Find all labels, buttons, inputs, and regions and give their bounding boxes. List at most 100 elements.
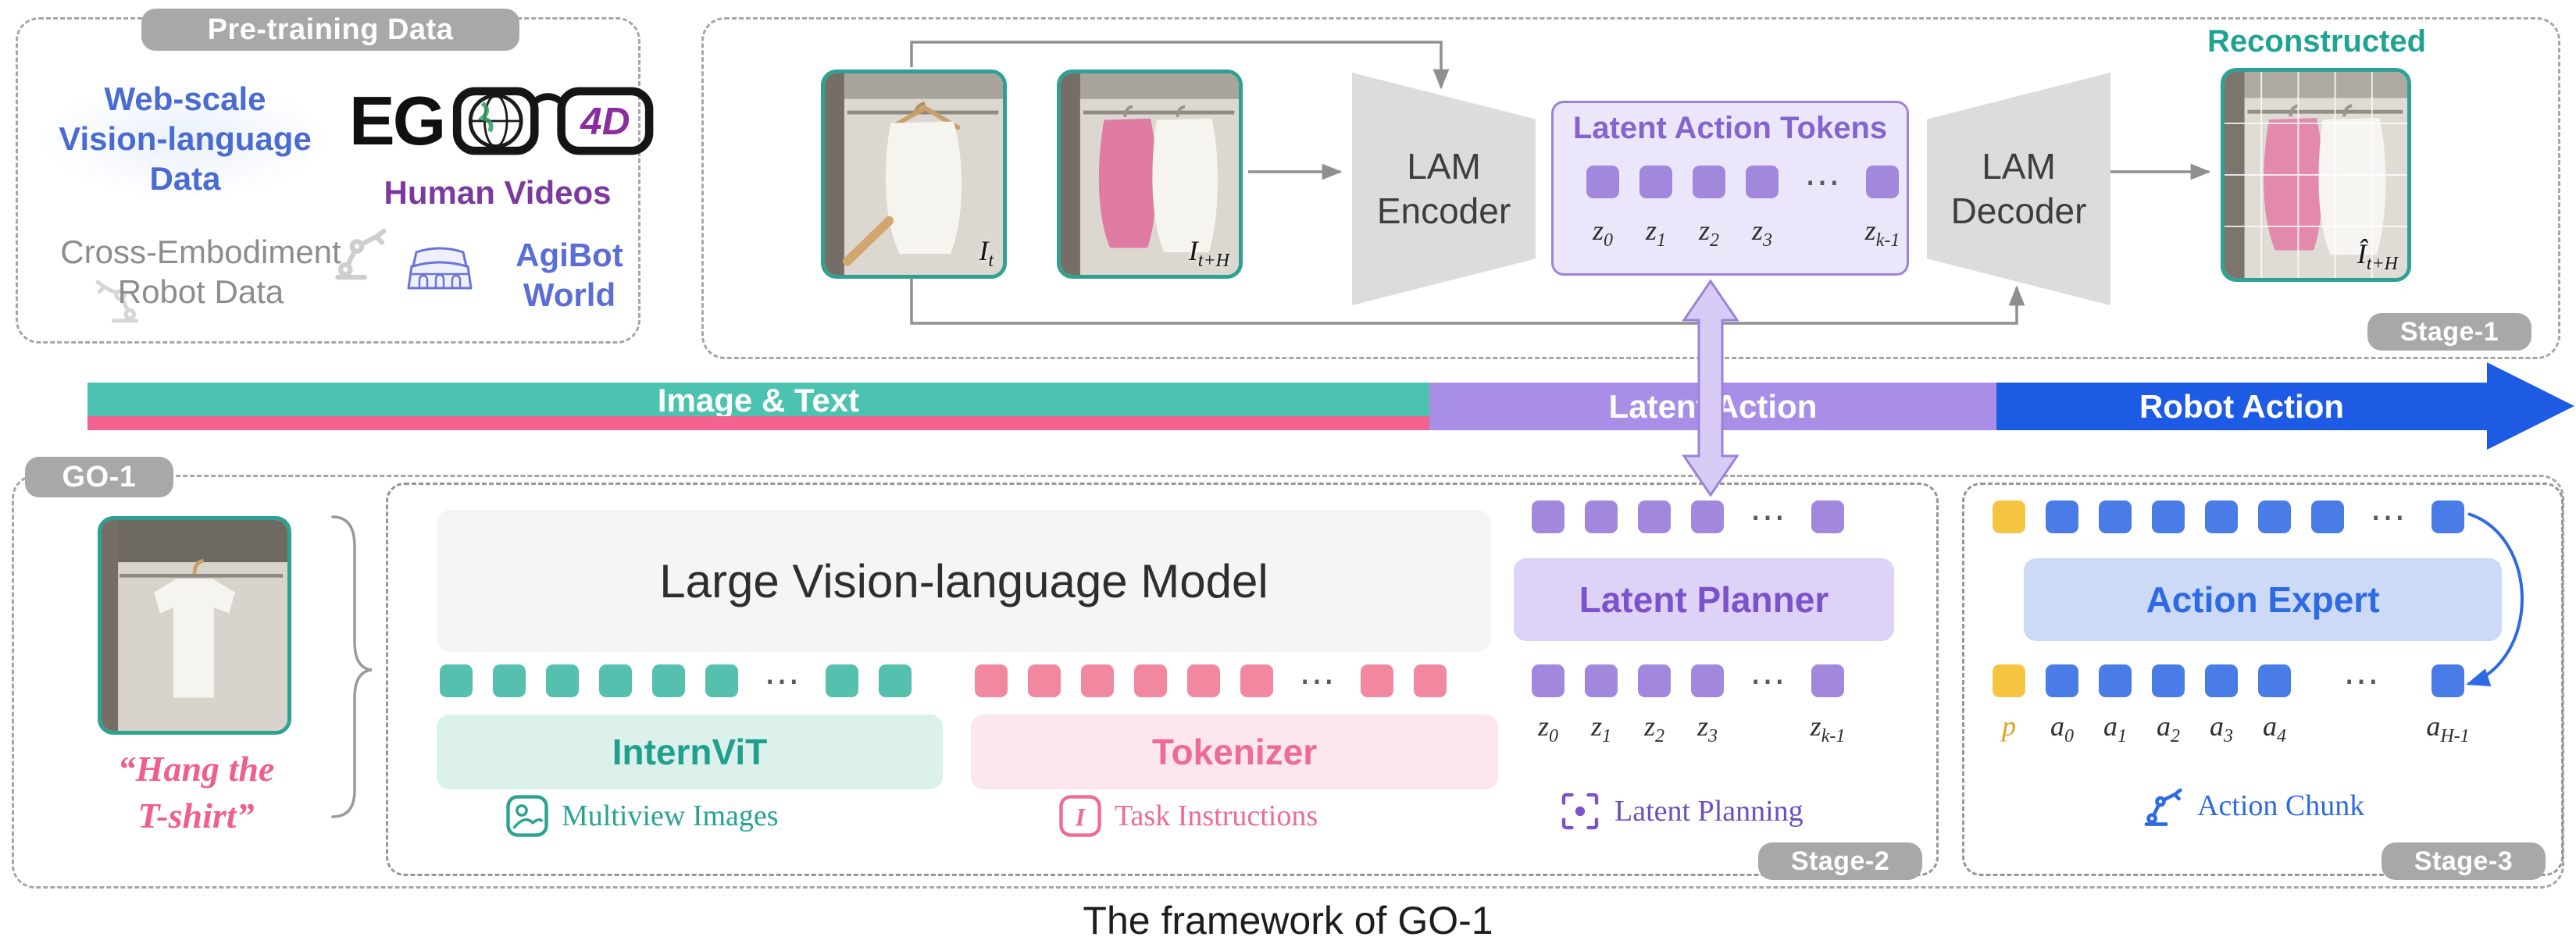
instruction-line-1: “Hang the (117, 749, 275, 789)
lam-encoder-line-1: LAM (1407, 145, 1481, 187)
token-teal (652, 664, 685, 697)
instruction-line-2: T-shirt” (137, 795, 255, 835)
robot-arm-icon (2144, 788, 2182, 826)
image-label-It: It (979, 234, 994, 271)
input-image-t-plus-H: It+H (1057, 69, 1243, 279)
image-label-reconstructed: Ît+H (2357, 237, 2398, 274)
z-label: z3 (1697, 711, 1718, 747)
ellipsis: ⋯ (1299, 661, 1335, 701)
latent-planner-label: Latent Planner (1579, 579, 1829, 620)
token-blue (2432, 664, 2464, 697)
token-pink (1240, 664, 1273, 697)
ellipsis: ⋯ (2343, 661, 2379, 701)
robot-arm-faint-icon (335, 228, 387, 280)
tshirt-photo (102, 520, 287, 731)
token-purple (1811, 500, 1844, 533)
ellipsis: ⋯ (1804, 162, 1840, 202)
token-blue (2258, 664, 2291, 697)
token-blue (2152, 664, 2185, 697)
image-label-ItH: It+H (1188, 234, 1229, 271)
web-line-2: Vision-language (59, 120, 312, 158)
token-purple (1811, 664, 1844, 697)
task-instructions-icon: I (1059, 795, 1101, 837)
image-token-row: ⋯ (440, 661, 912, 701)
z-label: zk-1 (1810, 711, 1846, 747)
latent-planning-caption: Latent Planning (1558, 789, 1804, 833)
a-label: a0 (2050, 711, 2074, 747)
cross-embodiment-label: Cross-Embodiment Robot Data (29, 232, 373, 312)
token-purple (1585, 500, 1618, 533)
latent-action-tokens-title: Latent Action Tokens (1572, 111, 1888, 145)
stage2-badge-label: Stage-2 (1790, 846, 1890, 876)
z-label: z3 (1751, 215, 1772, 251)
stage1-badge-label: Stage-1 (2399, 316, 2499, 347)
token-purple (1638, 664, 1671, 697)
token-blue (2205, 500, 2238, 533)
action-expert-box: Action Expert (2024, 558, 2502, 641)
token-blue (2432, 500, 2464, 533)
latent-action-tokens-panel: Latent Action Tokens ⋯ z0 z1 z2 z3 zk-1 (1551, 101, 1909, 276)
stage3-badge: Stage-3 (2382, 842, 2546, 880)
closet-photo-reconstructed (2225, 72, 2407, 278)
colosseum-icon (407, 247, 473, 290)
stage1-panel: It It+H LAM Encoder Latent Action Tokens (701, 17, 2560, 359)
multiview-images-icon (506, 795, 548, 837)
action-chunk-label: Action Chunk (2197, 789, 2365, 822)
token-blue (2205, 664, 2238, 697)
latent-planner-input-row: ⋯ (1532, 663, 1844, 699)
latent-planner-output-row: ⋯ (1532, 499, 1844, 535)
token-purple (1532, 500, 1565, 533)
latent-token-labels: z0 z1 z2 z3 zk-1 (1586, 214, 1900, 251)
web-scale-data-label: Web-scale Vision-language Data (40, 79, 330, 199)
token-purple (1746, 166, 1779, 198)
ribbon-robot-action-label: Robot Action (2139, 387, 2345, 425)
token-blue (2311, 500, 2344, 533)
ribbon-latent-action-label: Latent Action (1608, 387, 1818, 425)
task-instructions-caption: I Task Instructions (1058, 794, 1318, 838)
ellipsis: ⋯ (764, 661, 800, 701)
token-purple (1691, 664, 1724, 697)
lam-decoder-line-2: Decoder (1950, 191, 2087, 231)
web-line-1: Web-scale (104, 80, 266, 117)
token-blue (2099, 664, 2132, 697)
z-label: zk-1 (1864, 215, 1900, 251)
token-purple (1639, 166, 1672, 198)
token-purple (1585, 664, 1618, 697)
closet-photo-t-plus-H (1061, 73, 1239, 275)
token-teal (599, 664, 632, 697)
token-teal (440, 664, 473, 697)
latent-planning-label: Latent Planning (1614, 795, 1804, 828)
action-input-row: ⋯ (1993, 661, 2464, 701)
action-expert-label: Action Expert (2146, 579, 2380, 620)
ribbon-pink-stripe (87, 416, 1429, 430)
task-instructions-label: Task Instructions (1115, 800, 1318, 832)
input-image-t: It (821, 69, 1007, 279)
token-purple (1866, 166, 1899, 198)
agibot-line-1: AgiBot (516, 237, 623, 273)
token-pink (1134, 664, 1167, 697)
z-label: z0 (1592, 215, 1613, 251)
ribbon-robot-action: Robot Action (1996, 383, 2487, 430)
lvlm-box: Large Vision-language Model (437, 510, 1491, 652)
action-output-row: ⋯ (1993, 499, 2464, 535)
instruction-icon-glyph: I (1075, 803, 1086, 832)
ribbon-image-text-label: Image & Text (657, 381, 860, 419)
tokenizer-label: Tokenizer (1151, 732, 1318, 772)
z-label: z2 (1698, 215, 1719, 251)
figure-caption: The framework of GO-1 (1083, 899, 1493, 942)
action-chunk-caption: Action Chunk (2136, 783, 2364, 828)
stage1-badge: Stage-1 (2367, 313, 2531, 351)
token-blue (2046, 500, 2078, 533)
latent-planner-box: Latent Planner (1514, 558, 1894, 641)
ego4d-logo: EG 4D (349, 80, 667, 162)
cross-line-1: Cross-Embodiment (60, 233, 341, 270)
text-token-row: ⋯ (975, 661, 1447, 701)
pretraining-badge: Pre-training Data (141, 9, 519, 51)
token-teal (705, 664, 738, 697)
token-pink (1187, 664, 1220, 697)
lam-encoder-line-2: Encoder (1376, 191, 1511, 231)
multiview-label: Multiview Images (562, 800, 779, 832)
ego4d-4d-text: 4D (580, 99, 630, 143)
lam-encoder: LAM Encoder (1352, 73, 1536, 305)
lvlm-label: Large Vision-language Model (659, 554, 1268, 607)
